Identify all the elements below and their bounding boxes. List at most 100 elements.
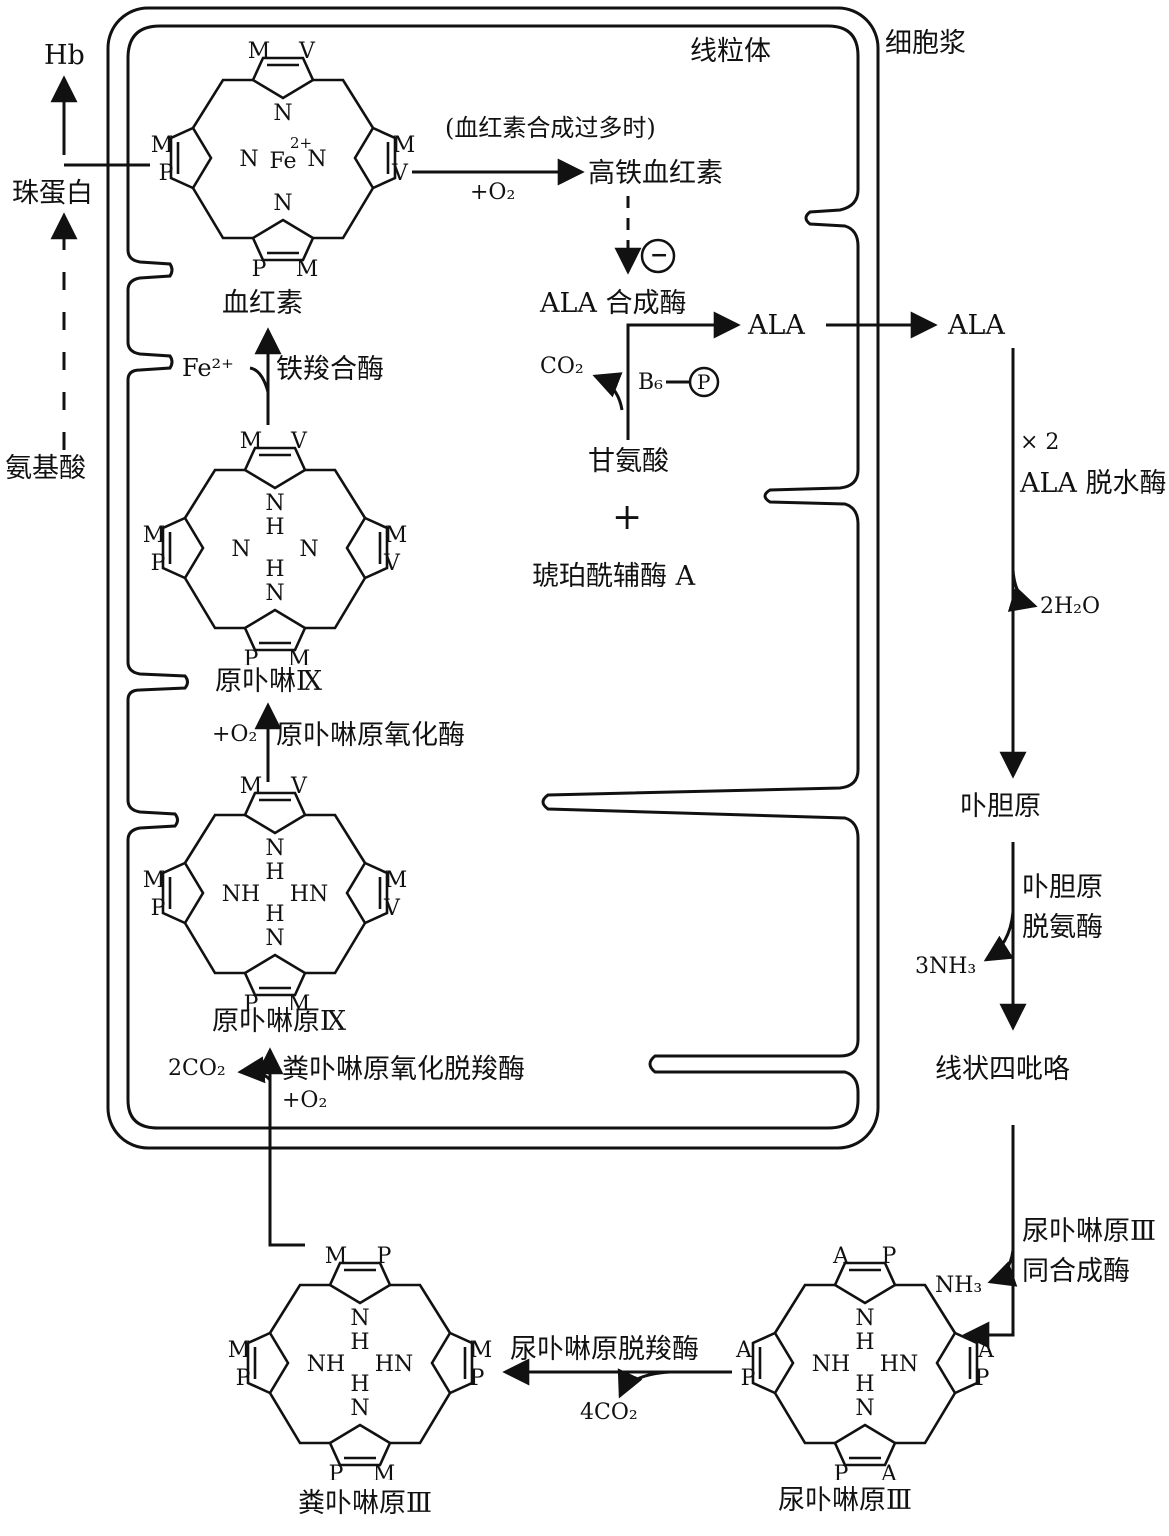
fe2-label: Fe²⁺ [182,354,234,382]
substituent-label: V [290,430,308,454]
nitrogen-label: N [307,147,326,172]
pyrrole-ring [328,1423,392,1467]
protoporphyrin-name: 原卟啉Ⅸ [215,666,323,697]
hydrogen-label: H [855,1372,874,1397]
substituent-label: P [151,551,166,576]
hn-label: HN [290,882,328,907]
substituent-label: P [377,1245,392,1269]
substituent-label: M [228,1338,251,1363]
cytoplasm-label: 细胞浆 [885,28,966,59]
hydrogen-label: H [265,515,284,540]
nitrogen-label: N [239,147,258,172]
substituent-label: P [151,896,166,921]
inhibit-sign: − [650,242,669,268]
pyrrole-ring [833,1261,897,1305]
substituent-label: M [240,775,263,799]
hydrogen-label: H [265,902,284,927]
pyrrole-ring [243,446,307,490]
hemin-label: 高铁血红素 [588,158,723,189]
pyrrole-ring [251,56,315,100]
substituent-label: M [393,133,416,158]
pbg-deaminase-nh3: 3NH₃ [915,954,977,979]
nh-label: NH [812,1352,850,1377]
uro-decarboxylase-label: 尿卟啉原脱羧酶 [510,1334,699,1365]
uro-decarboxylase-co2: 4CO₂ [580,1400,638,1425]
substituent-label: M [288,992,311,1010]
plus-sign: + [612,497,643,538]
iron-label: Fe [269,149,296,174]
ppo-o2: +O₂ [212,722,258,747]
ala-synthase-label: ALA 合成酶 [540,288,687,319]
nitrogen-label: N [350,1396,369,1421]
pyrrole-ring [345,516,389,580]
amino-acids-label: 氨基酸 [5,453,86,484]
linear-tetrapyrrole-label: 线状四吡咯 [935,1054,1070,1085]
nitrogen-label: N [273,191,292,216]
substituent-label: P [236,1366,251,1391]
co2-ala: CO₂ [540,354,584,379]
nitrogen-label: N [350,1306,369,1331]
substituent-label: A [880,1462,898,1480]
pyrrole-ring [328,1261,392,1305]
globin-label: 珠蛋白 [12,178,93,209]
pyrrole-ring [161,516,205,580]
pyrrole-ring [161,861,205,925]
nitrogen-label: N [265,581,284,606]
nitrogen-label: N [299,537,318,562]
dehydratase-times: × 2 [1020,430,1060,455]
succinyl-coa-label: 琥珀酰辅酶 A [532,561,696,592]
pyrrole-ring [251,218,315,262]
iron-charge-label: 2+ [290,134,312,152]
substituent-label: M [248,40,271,64]
hn-label: HN [375,1352,413,1377]
substituent-label: A [977,1338,995,1363]
substituent-label: V [298,40,316,64]
glycine-label: 甘氨酸 [588,446,669,477]
dehydratase-h2o: 2H₂O [1040,594,1101,619]
pbg-deaminase-line2: 脱氨酶 [1022,912,1103,943]
hn-label: HN [880,1352,918,1377]
substituent-label: M [325,1245,348,1269]
substituent-label: P [470,1366,485,1391]
substituent-label: M [385,868,408,893]
hydrogen-label: H [350,1330,369,1355]
b6-label: B₆ [638,370,663,395]
nh-label: NH [307,1352,345,1377]
nitrogen-label: N [265,836,284,861]
substituent-label: M [385,523,408,548]
phosphate-label: P [697,370,711,394]
substituent-label: P [159,161,174,186]
hydrogen-label: H [855,1330,874,1355]
substituent-label: M [143,868,166,893]
substituent-label: P [741,1366,756,1391]
nitrogen-label: N [265,926,284,951]
substituent-label: P [882,1245,897,1269]
substituent-label: M [143,523,166,548]
pyrrole-ring [246,1331,290,1395]
pbg-label: 卟胆原 [960,791,1041,822]
substituent-label: P [252,257,267,282]
pbg-deaminase-line1: 卟胆原 [1022,872,1103,903]
pyrrole-ring [169,126,213,190]
inner-membrane [126,24,860,1130]
substituent-label: M [296,257,319,282]
substituent-label: M [373,1462,396,1480]
heme-name: 血红素 [222,288,303,319]
hydrogen-label: H [265,860,284,885]
pyrrole-ring [345,861,389,925]
ala-mito-label: ALA [748,310,805,341]
ppo-label: 原卟啉原氧化酶 [276,720,465,751]
ferrochelatase-label: 铁羧合酶 [276,354,384,385]
substituent-label: P [975,1366,990,1391]
substituent-label: M [240,430,263,454]
heme-o2: +O₂ [470,180,516,205]
protoporphyrinogen-name: 原卟啉原Ⅸ [212,1006,347,1037]
nh-label: NH [222,882,260,907]
hydrogen-label: H [350,1372,369,1397]
substituent-label: P [244,992,259,1010]
substituent-label: V [391,161,409,186]
substituent-label: V [383,551,401,576]
